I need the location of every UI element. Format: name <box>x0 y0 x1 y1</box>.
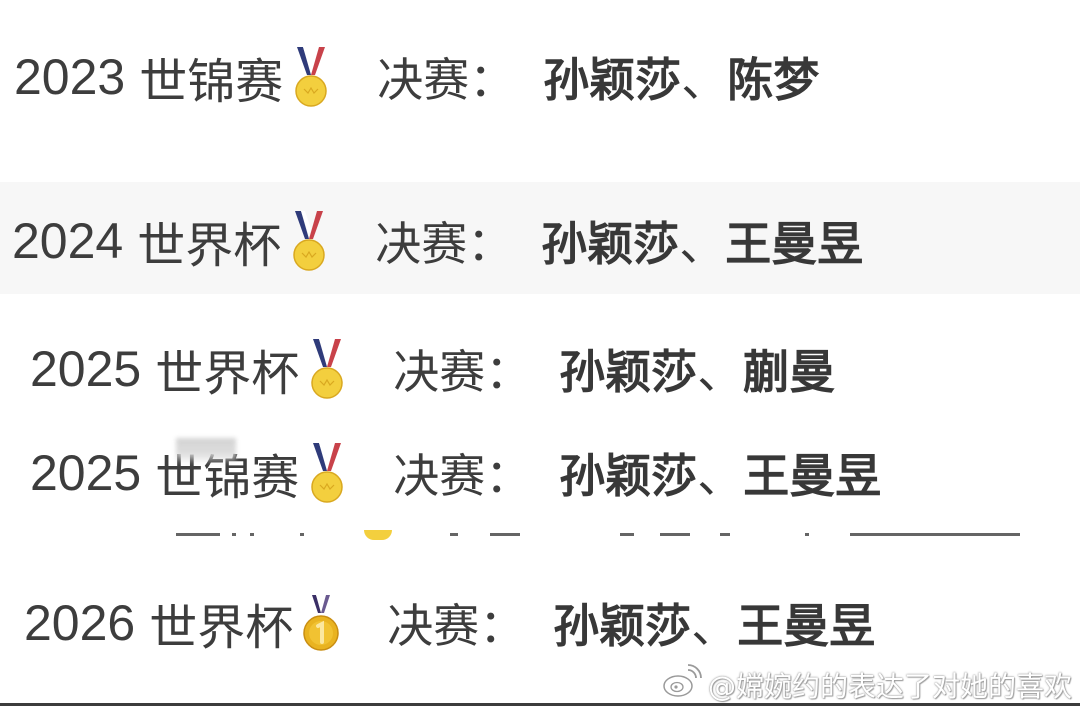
player-1: 孙颖莎 <box>553 599 692 653</box>
player-1: 孙颖莎 <box>559 345 698 399</box>
glyph-fragment <box>660 533 690 536</box>
glyph-fragment <box>176 533 220 536</box>
sports-medal-icon <box>307 337 347 401</box>
player-1: 孙颖莎 <box>543 53 682 107</box>
final-row-2025-world-cup: 2025 世界杯 决赛： 孙颖莎、蒯曼 <box>30 334 835 404</box>
final-label: 决赛： <box>393 345 532 399</box>
row-year: 2023 <box>14 49 126 105</box>
glyph-fragment <box>620 533 634 536</box>
player-2: 王曼昱 <box>725 217 864 271</box>
final-row-2025-worlds: 2025 世锦赛 决赛： 孙颖莎、王曼昱 <box>30 438 881 508</box>
separator: 、 <box>691 599 738 653</box>
final-row-2026-world-cup: 2026 世界杯 决赛： 孙颖莎、王曼昱 <box>24 588 875 658</box>
row-year: 2025 <box>30 341 142 397</box>
separator: 、 <box>679 217 726 271</box>
player-2: 陈梦 <box>727 53 820 107</box>
weibo-logo-icon <box>662 664 708 705</box>
finalists: 孙颖莎、王曼昱 <box>559 440 881 506</box>
finalists: 孙颖莎、蒯曼 <box>559 336 835 402</box>
row-event: 世界杯 <box>149 600 294 656</box>
row-strip-1 <box>0 0 1080 182</box>
cropped-row-fragment <box>0 530 1080 540</box>
weibo-watermark: @嫦婉约的表达了对她的喜欢 <box>662 664 1072 705</box>
blur-patch <box>176 438 236 464</box>
row-strip-3 <box>0 294 1080 706</box>
finalists: 孙颖莎、王曼昱 <box>541 208 863 274</box>
row-year: 2024 <box>12 213 124 269</box>
final-label: 决赛： <box>377 53 516 107</box>
separator: 、 <box>697 345 744 399</box>
glyph-fragment <box>450 533 458 536</box>
finalists: 孙颖莎、陈梦 <box>543 44 819 110</box>
final-label: 决赛： <box>387 599 526 653</box>
row-year: 2026 <box>24 595 136 651</box>
row-event: 世界杯 <box>137 218 282 274</box>
row-year: 2025 <box>30 445 142 501</box>
bottom-border <box>0 703 1080 706</box>
row-event: 世界杯 <box>155 346 300 402</box>
player-1: 孙颖莎 <box>541 217 680 271</box>
sports-medal-icon <box>307 441 347 505</box>
player-1: 孙颖莎 <box>559 449 698 503</box>
glyph-fragment <box>805 533 809 536</box>
separator: 、 <box>681 53 728 107</box>
final-label: 决赛： <box>375 217 514 271</box>
glyph-fragment <box>850 533 1020 536</box>
final-row-2023-worlds: 2023 世锦赛 决赛： 孙颖莎、陈梦 <box>14 42 819 112</box>
glyph-fragment <box>720 533 730 536</box>
row-strip-2 <box>0 182 1080 294</box>
first-place-medal-icon <box>301 591 341 655</box>
player-2: 王曼昱 <box>737 599 876 653</box>
glyph-fragment <box>232 533 236 536</box>
player-2: 蒯曼 <box>743 345 836 399</box>
watermark-text: @嫦婉约的表达了对她的喜欢 <box>707 669 1072 703</box>
glyph-fragment <box>250 533 254 536</box>
glyph-fragment <box>490 533 520 536</box>
glyph-fragment <box>300 533 304 536</box>
player-2: 王曼昱 <box>743 449 882 503</box>
row-event: 世锦赛 <box>139 54 284 110</box>
final-label: 决赛： <box>393 449 532 503</box>
sports-medal-icon <box>291 45 331 109</box>
finalists: 孙颖莎、王曼昱 <box>553 590 875 656</box>
final-row-2024-world-cup: 2024 世界杯 决赛： 孙颖莎、王曼昱 <box>12 206 863 276</box>
separator: 、 <box>697 449 744 503</box>
medal-fragment <box>364 530 392 540</box>
sports-medal-icon <box>289 209 329 273</box>
